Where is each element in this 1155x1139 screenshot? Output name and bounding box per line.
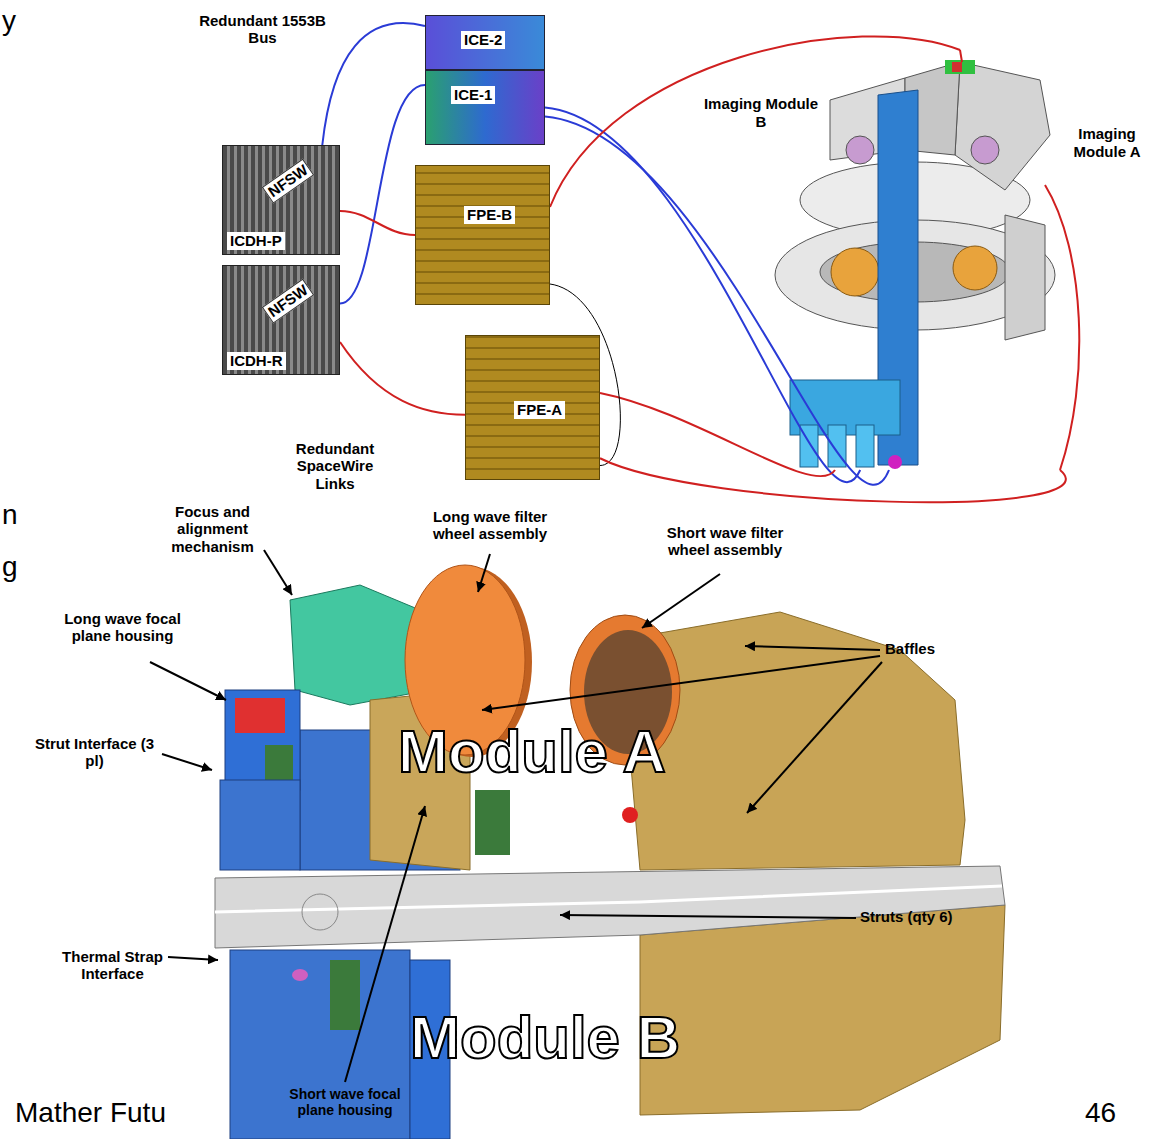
leader-line (482, 656, 880, 710)
thermal-strap-pad (302, 894, 338, 930)
detector (235, 698, 285, 733)
electronics-board (330, 960, 360, 1030)
cable-end (1045, 185, 1079, 470)
part-label: Short wave filter wheel assembly (650, 524, 800, 559)
data-cable (340, 211, 415, 235)
data-cable (600, 458, 1066, 502)
part-label: Baffles (885, 640, 935, 657)
node-label: NFSW (262, 278, 315, 323)
leader-lines (150, 550, 882, 1082)
bus-label: Redundant 1553B Bus (195, 12, 330, 47)
module-title: Module B (410, 1008, 680, 1068)
connector-dot (292, 969, 308, 981)
node-label: FPE-A (514, 401, 565, 419)
leader-line (162, 754, 212, 770)
electronics-board (475, 790, 510, 855)
part-label: Long wave focal plane housing (45, 610, 200, 645)
part-label: Long wave filter wheel assembly (420, 508, 560, 543)
data-cable (322, 23, 425, 145)
node-label: ICE-1 (451, 86, 495, 104)
part-label: Thermal Strap Interface (55, 948, 170, 983)
processor-box: NFSW ICDH-R (222, 265, 340, 375)
leader-line (560, 915, 856, 918)
optics-box (955, 62, 1050, 190)
link-label: Redundant SpaceWire Links (285, 440, 385, 492)
red-part (952, 62, 962, 72)
data-cable (600, 393, 835, 476)
lens (846, 136, 874, 164)
connector-dot (888, 455, 902, 469)
node-label: Imaging Module B (702, 95, 820, 131)
cut-text: y (2, 6, 16, 37)
page-number: 46 (1085, 1098, 1116, 1129)
part-label: Short wave focal plane housing (275, 1086, 415, 1118)
part-label: Strut Interface (3 pl) (32, 735, 157, 770)
detector (856, 425, 874, 467)
leader-line (642, 574, 720, 628)
cable-end (960, 50, 962, 62)
imaging-instrument: Imaging Module B Imaging Module A (700, 50, 1150, 470)
leader-line (478, 554, 490, 592)
side-box (1005, 215, 1045, 340)
electronics-box: FPE-A (465, 335, 600, 480)
node-label: ICDH-R (227, 352, 286, 370)
leader-line (747, 662, 882, 813)
footer-text: Mather Futu (15, 1098, 166, 1129)
data-cable (340, 85, 425, 304)
part-label: Focus and alignment mechanism (165, 503, 260, 555)
leader-line (150, 662, 226, 700)
node-label: ICDH-P (227, 232, 285, 250)
cut-text: g (2, 552, 18, 583)
cut-text: n (2, 500, 18, 531)
node-label: ICE-2 (461, 31, 505, 49)
baffle (640, 905, 1005, 1115)
node-label: FPE-B (464, 206, 515, 224)
module-title: Module A (398, 722, 666, 782)
optical-bench (220, 780, 300, 870)
part-label: Struts (qty 6) (860, 908, 953, 925)
leader-line (745, 646, 880, 650)
filter-wheel (831, 248, 879, 296)
node-label: Imaging Module A (1066, 125, 1148, 161)
processor-box: NFSW ICDH-P (222, 145, 340, 255)
data-cable (550, 36, 960, 207)
red-part (622, 807, 638, 823)
electronics-box: FPE-B (415, 165, 550, 305)
strut-plate (215, 866, 1005, 948)
filter-wheel (953, 246, 997, 290)
leader-line (264, 550, 292, 595)
electronics-box: ICE-2 (425, 15, 545, 70)
data-cable (340, 342, 465, 415)
electronics-box: ICE-1 (425, 70, 545, 145)
lens (971, 136, 999, 164)
green-part (945, 60, 975, 74)
node-label: NFSW (262, 158, 315, 203)
leader-line (168, 957, 218, 960)
